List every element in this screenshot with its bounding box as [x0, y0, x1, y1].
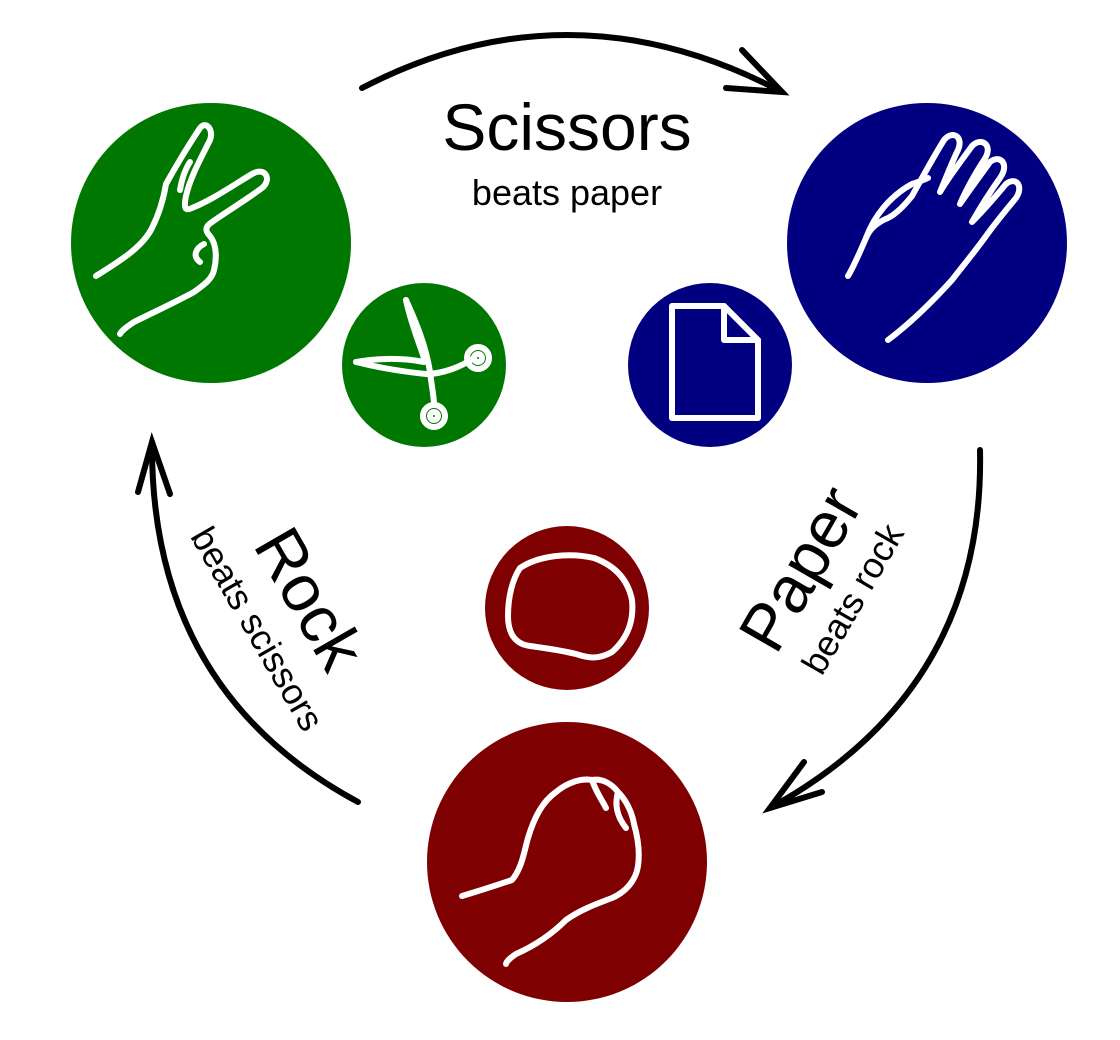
scissors-label: Scissors beats paper [442, 90, 691, 213]
rock-hand-circle-bg [427, 722, 707, 1002]
rock-hand-circle [427, 722, 707, 1002]
arrow-scissors-to-paper [359, 32, 790, 96]
scissors-title: Scissors [442, 90, 691, 164]
fist-icon [459, 776, 642, 967]
paper-hand-circle-bg [787, 103, 1067, 383]
paper-symbol-circle [628, 283, 792, 447]
paper-label: Paper beats rock [724, 474, 912, 681]
arrow-paper-to-rock [762, 447, 984, 814]
paper-hand-circle [787, 103, 1067, 383]
document-icon [669, 303, 761, 421]
scissors-subtitle: beats paper [472, 172, 662, 213]
rock-label: Rock beats scissors [183, 515, 380, 738]
scissors-symbol-circle [342, 283, 506, 447]
open-hand-icon [845, 132, 1023, 343]
arrow-rock-to-scissors [135, 431, 361, 805]
rock-symbol-circle [485, 526, 649, 690]
scissors-icon [353, 297, 492, 430]
scissors-hand-circle [71, 103, 351, 383]
rock-icon [505, 552, 636, 661]
peace-sign-hand-icon [93, 122, 270, 337]
